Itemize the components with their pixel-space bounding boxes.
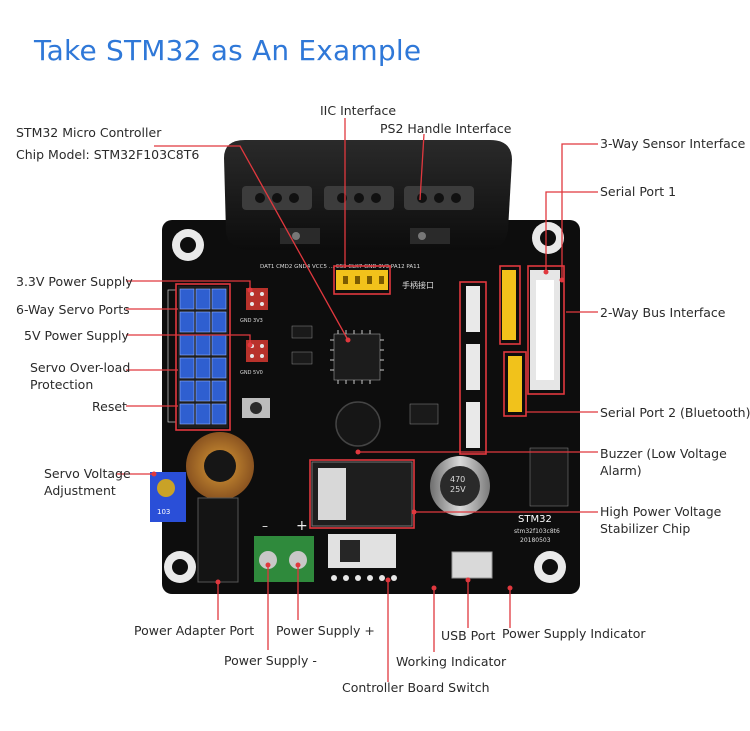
label-working: Working Indicator — [396, 654, 507, 669]
power-jack — [197, 497, 239, 583]
label-servo-adj-line1: Servo Voltage — [44, 466, 131, 481]
label-serial2: Serial Port 2 (Bluetooth) — [600, 405, 750, 420]
label-bus: 2-Way Bus Interface — [600, 305, 726, 320]
svg-text:+: + — [296, 518, 308, 534]
label-servo-ports: 6-Way Servo Ports — [16, 302, 130, 317]
svg-text:–: – — [262, 519, 268, 533]
label-reset: Reset — [92, 399, 127, 414]
label-iic: IIC Interface — [320, 103, 397, 118]
capacitor: 470 25V — [430, 456, 490, 516]
label-mcu-line2: Chip Model: STM32F103C8T6 — [16, 147, 200, 162]
small-components — [291, 325, 569, 507]
label-mcu-line1: STM32 Micro Controller — [16, 125, 162, 140]
label-psplus: Power Supply + — [276, 623, 375, 638]
label-usb: USB Port — [441, 628, 496, 643]
mcu-chip — [330, 330, 384, 384]
label-psminus: Power Supply - — [224, 653, 317, 668]
reset-button-part — [242, 398, 270, 418]
buzzer-part — [335, 401, 381, 447]
highlight-boxes — [175, 265, 565, 529]
board-date: 20180503 — [520, 537, 551, 544]
label-3v3: 3.3V Power Supply — [16, 274, 133, 289]
label-overload-line1: Servo Over-load — [30, 360, 131, 375]
board-mcu-code: STM32 — [518, 514, 552, 525]
voltage-regulator — [311, 461, 413, 527]
board-ps2-cn: 手柄接口 — [402, 280, 434, 290]
label-5v: 5V Power Supply — [24, 328, 129, 343]
leader-lines — [116, 118, 598, 682]
label-buzzer-line1: Buzzer (Low Voltage — [600, 446, 727, 461]
sensor-headers — [466, 270, 560, 448]
ps2-receiver — [224, 140, 512, 250]
label-adapter: Power Adapter Port — [134, 623, 255, 638]
svg-text:103: 103 — [157, 508, 170, 516]
svg-text:GND 5V0: GND 5V0 — [240, 370, 263, 376]
board-mcu-sub: stm32f103c8t6 — [514, 528, 560, 535]
label-switch: Controller Board Switch — [342, 680, 490, 695]
label-serial1: Serial Port 1 — [600, 184, 677, 199]
svg-text:470: 470 — [450, 475, 465, 484]
power-switch — [328, 534, 397, 581]
page-title: Take STM32 as An Example — [34, 34, 422, 67]
inductor-coil — [186, 432, 254, 500]
label-sensor: 3-Way Sensor Interface — [600, 136, 746, 151]
screw-terminal: – + — [254, 518, 314, 582]
label-buzzer-line2: Alarm) — [600, 463, 642, 478]
board-header-text: DAT1 CMD2 GND4 VCC5 ... CS3 CLK7 GND 3V3… — [260, 264, 420, 270]
svg-text:25V: 25V — [450, 485, 466, 494]
label-overload-line2: Protection — [30, 377, 94, 392]
potentiometer: 103 — [150, 472, 186, 522]
label-hpv-line1: High Power Voltage — [600, 504, 722, 519]
label-ps2: PS2 Handle Interface — [380, 121, 512, 136]
svg-text:GND 3V3: GND 3V3 — [240, 318, 263, 324]
usb-port-part — [451, 551, 493, 579]
yellow-header-top — [336, 270, 388, 290]
label-hpv-line2: Stabilizer Chip — [600, 521, 691, 536]
mounting-holes — [164, 222, 566, 583]
label-servo-adj-line2: Adjustment — [44, 483, 116, 498]
leader-dots — [151, 269, 565, 591]
label-ps-ind: Power Supply Indicator — [502, 626, 646, 641]
servo-port-block — [167, 286, 228, 428]
